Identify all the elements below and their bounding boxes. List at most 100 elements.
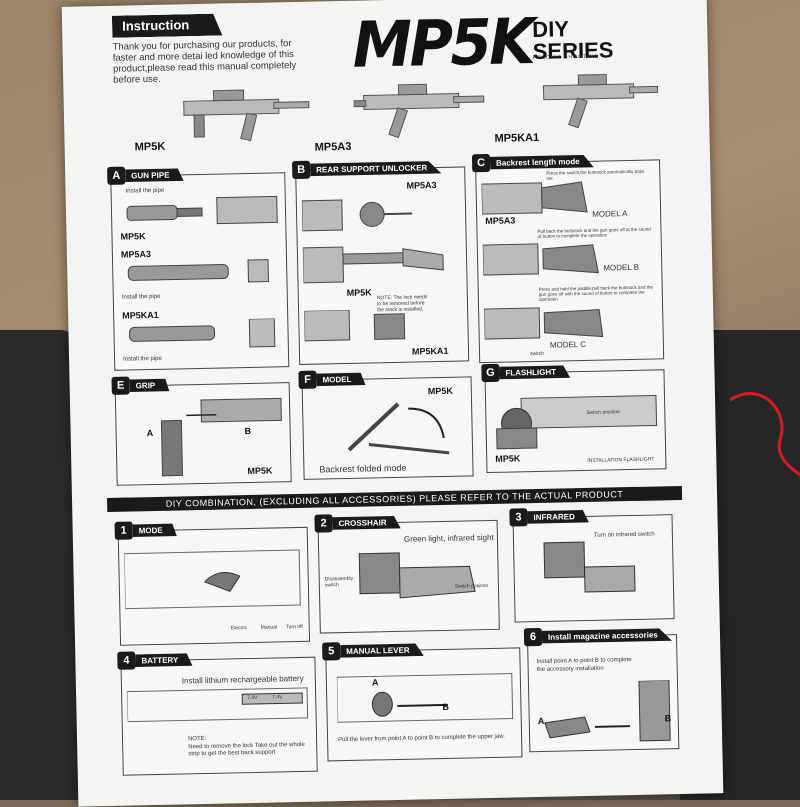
gun-illustration-mp5k — [183, 89, 310, 142]
flashlight-illustration — [496, 394, 658, 450]
gun-pipe-model-3: MP5KA1 — [122, 309, 159, 321]
step-crosshair: 2 CROSSHAIR Green light, infrared sight … — [314, 514, 500, 634]
step-num-4: 4 — [117, 651, 136, 670]
step-label-4: BATTERY — [135, 653, 192, 667]
lever-text-1: Pull the lever from point A to point B t… — [338, 733, 505, 744]
panel-tag-g: G FLASHLIGHT — [481, 362, 570, 383]
step-battery: 4 BATTERY Install lithium rechargeable b… — [117, 651, 318, 776]
backrest-model-c-illustration — [484, 307, 604, 340]
step-infrared: 3 INFRARED Turn on infrared switch — [509, 508, 675, 623]
panel-tag-e: E GRIP — [111, 376, 169, 395]
battery-note: Need to remove the lock Take out the who… — [188, 741, 305, 758]
mode-selector-illustration — [123, 549, 301, 610]
red-wire — [729, 392, 800, 477]
panel-label-e: GRIP — [130, 378, 170, 392]
panel-backrest-length-mode: C Backrest length mode Press the switch,… — [471, 153, 665, 364]
pipe-illustration-1 — [126, 195, 278, 225]
red-dot-sight-illustration — [358, 552, 476, 599]
panel-label-b: REAR SUPPORT UNLOCKER — [310, 160, 441, 176]
step-tag-3: 3 INFRARED — [509, 507, 589, 527]
crosshair-text-2: Disassembly switch — [324, 575, 354, 589]
panel-tag-f: F MODEL — [298, 370, 365, 389]
step-tag-2: 2 CROSSHAIR — [314, 513, 400, 533]
grip-model: MP5K — [247, 465, 273, 477]
rear-support-model-3: MP5KA1 — [411, 345, 449, 357]
unlocker-illustration-3 — [304, 309, 406, 342]
step-mode: 1 MODE Electric Manual Turn off — [114, 521, 311, 646]
panel-num-a: A — [107, 166, 126, 185]
backrest-step-2-text: Pull back the buttstock and the gun goes… — [537, 226, 651, 239]
grip-point-a: A — [146, 428, 154, 439]
backrest-model-b: MODEL B — [603, 262, 640, 273]
backrest-model-mp5a3: MP5A3 — [485, 215, 516, 227]
panel-label-c: Backrest length mode — [490, 154, 594, 169]
mode-electric: Electric — [230, 625, 248, 632]
battery-illustration — [126, 687, 309, 723]
backrest-step-3-text: Press and hold the paddle,pull back the … — [538, 284, 654, 302]
step-tag-1: 1 MODE — [114, 521, 176, 540]
folded-stock-illustration — [347, 402, 450, 455]
panel-num-c: C — [471, 153, 491, 173]
model-label-mp5ka1: MP5KA1 — [494, 131, 540, 145]
flashlight-caption: INSTALLATION FLASHLIGHT — [587, 456, 655, 464]
step-num-2: 2 — [314, 514, 333, 533]
brand-logo: MP5K — [351, 5, 534, 83]
rear-support-model-2: MP5K — [346, 287, 372, 298]
backrest-switch-label: switch — [530, 350, 545, 358]
pipe-illustration-3 — [129, 318, 276, 348]
lever-point-b: B — [442, 701, 450, 713]
step-label-1: MODE — [133, 523, 177, 537]
step-label-2: CROSSHAIR — [332, 515, 400, 529]
panel-gun-pipe: A GUN PIPE Install the pipe MP5K MP5A3 I… — [107, 166, 290, 371]
battery-voltage-2: 7.4V — [272, 694, 283, 701]
backrest-model-c: MODEL C — [549, 339, 587, 350]
step-num-5: 5 — [322, 642, 341, 661]
panel-num-g: G — [481, 363, 500, 383]
step-tag-4: 4 BATTERY — [117, 650, 192, 670]
step-magazine-accessories: 6 Install magazine accessories Install p… — [523, 634, 680, 753]
pipe-illustration-2 — [127, 259, 270, 283]
step-num-6: 6 — [523, 627, 543, 647]
battery-note-title: NOTE: — [187, 735, 207, 743]
panel-label-f: MODEL — [316, 372, 365, 386]
panel-tag-b: B REAR SUPPORT UNLOCKER — [291, 158, 441, 180]
instruction-sheet: Instruction Thank you for purchasing our… — [61, 0, 724, 807]
magazine-illustration — [544, 680, 671, 742]
gun-pipe-model-2: MP5A3 — [120, 249, 152, 260]
dark-equipment-left — [0, 330, 80, 800]
magazine-point-a: A — [537, 715, 545, 727]
unlocker-illustration-1 — [301, 199, 413, 232]
panel-label-g: FLASHLIGHT — [499, 365, 570, 379]
grip-illustration — [160, 397, 282, 477]
step-num-1: 1 — [114, 521, 133, 540]
infrared-sight-illustration — [543, 541, 636, 593]
model-label-mp5k: MP5K — [134, 140, 166, 154]
instruction-tag: Instruction — [112, 13, 222, 37]
backrest-model-a: MODEL A — [592, 209, 628, 219]
panel-flashlight: G FLASHLIGHT Switch position MP5K INSTAL… — [481, 363, 667, 474]
panel-tag-a: A GUN PIPE — [107, 165, 184, 185]
battery-voltage-1: 7.4V — [247, 694, 258, 702]
gun-illustration-mp5ka1 — [542, 73, 659, 129]
flashlight-switch-label: Switch position — [586, 409, 620, 416]
panel-rear-support-unlocker: B REAR SUPPORT UNLOCKER MP5A3 MP5K NOTE:… — [291, 166, 470, 365]
step-manual-lever: 5 MANUAL LEVER A B Pull the lever from p… — [322, 642, 523, 762]
backrest-folded-caption: Backrest folded mode — [319, 462, 407, 475]
panel-label-a: GUN PIPE — [125, 168, 183, 182]
panel-grip: E GRIP A B MP5K — [111, 376, 292, 486]
crosshair-text-3: Switch position — [454, 583, 489, 590]
unlocker-illustration-2 — [302, 246, 444, 284]
panel-model: F MODEL MP5K Backrest folded mode — [298, 370, 474, 480]
gun-pipe-install-text-3: Install the pipe — [123, 355, 162, 363]
flashlight-model: MP5K — [495, 453, 521, 464]
step-label-3: INFRARED — [527, 509, 589, 523]
panel-num-b: B — [291, 160, 311, 180]
panel-num-f: F — [298, 370, 317, 389]
mode-turn-off: Turn off — [285, 623, 303, 631]
panel-num-e: E — [111, 376, 130, 395]
step-label-6: Install magazine accessories — [542, 628, 672, 644]
gun-illustration-mp5a3 — [353, 83, 485, 139]
manual-lever-illustration — [336, 673, 514, 723]
intro-text: Thank you for purchasing our products, f… — [112, 38, 297, 86]
backrest-model-a-illustration — [481, 181, 588, 215]
